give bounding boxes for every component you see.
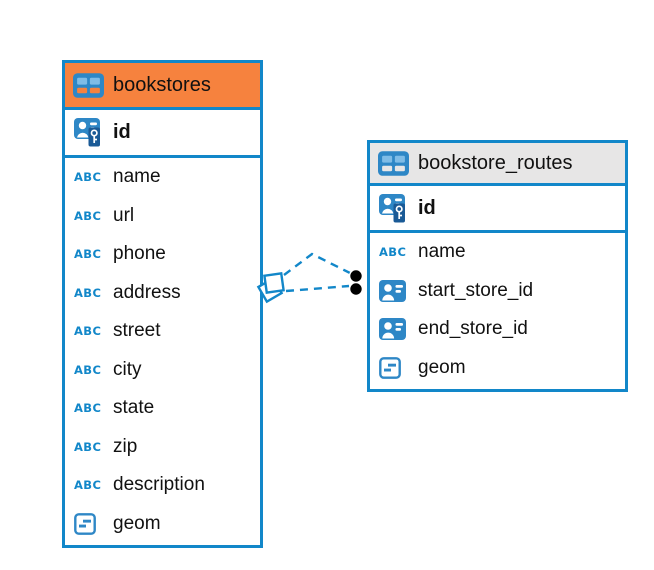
column-row-name[interactable]: ABC name [65, 158, 260, 197]
column-row-start-store-id[interactable]: start_store_id [370, 271, 625, 310]
column-row-end-store-id[interactable]: end_store_id [370, 310, 625, 349]
table-icon [73, 72, 104, 99]
text-type-icon: ABC [74, 247, 102, 262]
primary-key-icon [74, 118, 105, 147]
column-row-state[interactable]: ABC state [65, 389, 260, 428]
column-name: zip [113, 435, 138, 457]
relationship-line-upper[interactable] [283, 252, 351, 276]
text-type-icon: ABC [74, 285, 102, 300]
relationship-endpoint-dot[interactable] [348, 268, 364, 284]
table-icon [378, 150, 409, 177]
relationship-endpoint-dot[interactable] [348, 281, 364, 297]
foreign-key-icon [379, 279, 410, 302]
column-row-url[interactable]: ABC url [65, 196, 260, 235]
column-name: end_store_id [418, 318, 528, 340]
table-bookstores: bookstores id ABC name [62, 60, 263, 548]
geometry-type-icon [74, 512, 105, 535]
text-type-icon: ABC [74, 324, 102, 339]
relationship-line-lower[interactable] [285, 284, 350, 293]
column-row-city[interactable]: ABC city [65, 350, 260, 389]
table-title: bookstore_routes [418, 151, 573, 174]
table-header-bookstore-routes[interactable]: bookstore_routes [370, 143, 625, 186]
column-row-address[interactable]: ABC address [65, 273, 260, 312]
column-name: address [113, 281, 181, 303]
geometry-type-icon [379, 356, 410, 379]
primary-key-icon [379, 193, 410, 223]
column-row-id[interactable]: id [65, 110, 260, 158]
column-name: geom [113, 512, 161, 534]
column-row-geom[interactable]: geom [65, 504, 260, 543]
column-name: url [113, 204, 135, 226]
column-row-id[interactable]: id [370, 186, 625, 233]
column-name: state [113, 397, 155, 419]
table-title: bookstores [113, 73, 211, 96]
text-type-icon: ABC [74, 439, 102, 454]
column-row-description[interactable]: ABC description [65, 466, 260, 505]
table-bookstore-routes: bookstore_routes id ABC name [367, 140, 628, 392]
column-name: city [113, 358, 142, 380]
text-type-icon: ABC [74, 362, 102, 377]
column-name: id [418, 196, 436, 219]
column-row-zip[interactable]: ABC zip [65, 427, 260, 466]
column-name: geom [418, 356, 466, 378]
column-row-geom[interactable]: geom [370, 348, 625, 387]
column-row-street[interactable]: ABC street [65, 312, 260, 351]
column-name: name [418, 241, 466, 263]
column-name: description [113, 474, 205, 496]
column-name: street [113, 320, 161, 342]
column-name: name [113, 166, 161, 188]
text-type-icon: ABC [379, 245, 407, 260]
text-type-icon: ABC [74, 208, 102, 223]
column-name: start_store_id [418, 279, 534, 301]
text-type-icon: ABC [74, 478, 102, 493]
table-header-bookstores[interactable]: bookstores [65, 63, 260, 110]
column-row-name[interactable]: ABC name [370, 233, 625, 272]
text-type-icon: ABC [74, 401, 102, 416]
column-name: id [113, 121, 131, 143]
column-row-phone[interactable]: ABC phone [65, 235, 260, 274]
foreign-key-icon [379, 318, 410, 341]
column-name: phone [113, 243, 166, 265]
text-type-icon: ABC [74, 170, 102, 185]
